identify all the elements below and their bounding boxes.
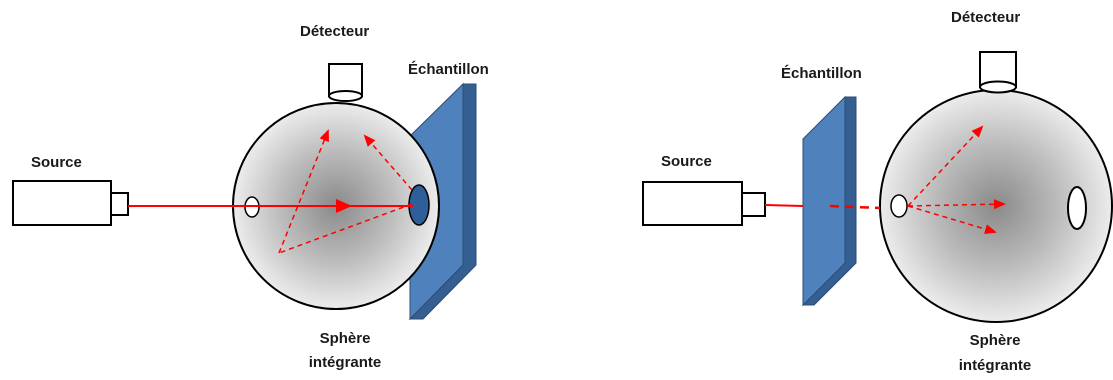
left-beam-arrowhead [336,199,352,213]
right-incident-beam [764,204,804,207]
right-entry-port [890,194,908,218]
left-detector-label: Détecteur [300,23,369,40]
right-sphere-label-line1: Sphère [970,332,1021,349]
left-source-label: Source [31,154,82,171]
right-transmitted-beam [829,204,881,210]
right-scattered-rays [907,125,1006,234]
right-sphere-label-line2: intégrante [959,357,1032,374]
left-sphere-label-line2: intégrante [309,354,382,371]
left-reflected-rays [278,129,413,254]
right-open-port [1067,186,1087,230]
left-source [12,180,129,226]
right-source [642,181,766,226]
left-sphere-label-line1: Sphère [320,330,371,347]
left-sample-label: Échantillon [408,61,489,78]
right-sample-label: Échantillon [781,65,862,82]
right-setup: Source Détecteur Échantillon Sphère inté… [642,9,1113,374]
right-detector-label: Détecteur [951,9,1020,26]
left-setup: Source Détecteur Échantillon Sphère inté… [12,23,489,371]
left-detector [328,63,363,102]
right-sample-plate [801,95,857,307]
right-source-label: Source [661,153,712,170]
right-detector [979,51,1017,94]
